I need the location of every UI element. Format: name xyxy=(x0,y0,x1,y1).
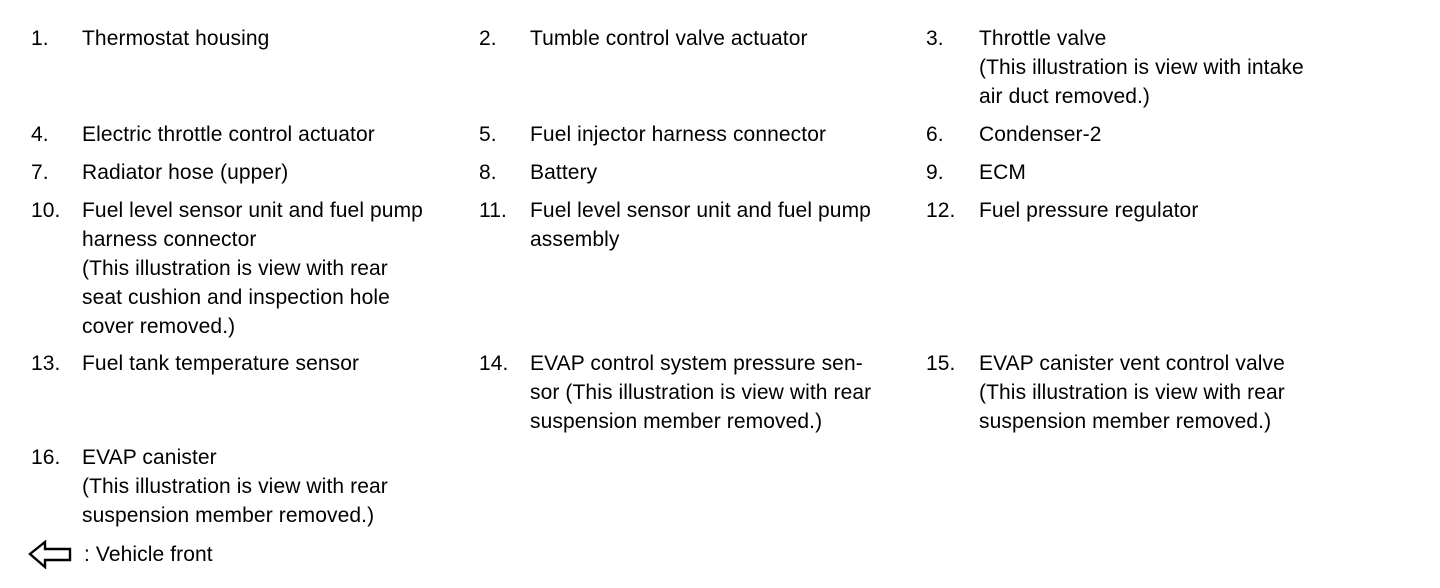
legend-item-13: 13. Fuel tank temperature sensor xyxy=(31,349,472,378)
vehicle-front-label: : Vehicle front xyxy=(84,542,213,566)
legend-item-label: Radiator hose (upper) xyxy=(82,161,289,184)
legend-item-label: Fuel pressure regulator xyxy=(979,199,1199,222)
legend-item-label: Fuel level sensor unit and fuel pump ass… xyxy=(530,199,871,251)
legend-item-number: 16. xyxy=(31,446,61,469)
legend-item-label: ECM xyxy=(979,161,1026,184)
legend-item-label: Fuel tank temperature sensor xyxy=(82,352,360,375)
legend-item-label: Fuel injector harness connector xyxy=(530,123,827,146)
legend-item-6: 6. Condenser-2 xyxy=(926,120,1409,149)
legend-item-number: 2. xyxy=(479,27,497,50)
legend-item-number: 8. xyxy=(479,161,497,184)
legend-item-3: 3. Throttle valve (This illustration is … xyxy=(926,24,1409,111)
legend-item-number: 12. xyxy=(926,199,956,222)
legend-item-label: Battery xyxy=(530,161,598,184)
vehicle-front-legend: : Vehicle front xyxy=(28,539,213,569)
legend-item-number: 15. xyxy=(926,352,956,375)
legend-item-10: 10. Fuel level sensor unit and fuel pump… xyxy=(31,196,472,341)
legend-item-12: 12. Fuel pressure regulator xyxy=(926,196,1409,225)
legend-item-number: 7. xyxy=(31,161,49,184)
legend-item-label: Tumble control valve actuator xyxy=(530,27,808,50)
legend-item-number: 9. xyxy=(926,161,944,184)
legend-item-label: Condenser-2 xyxy=(979,123,1102,146)
legend-item-14: 14. EVAP control system pressure sen- so… xyxy=(479,349,930,436)
legend-item-number: 13. xyxy=(31,352,61,375)
legend-item-label: Electric throttle control actuator xyxy=(82,123,375,146)
legend-item-9: 9. ECM xyxy=(926,158,1409,187)
left-arrow-outline-icon xyxy=(28,539,72,569)
legend-item-label: EVAP canister vent control valve (This i… xyxy=(979,352,1285,433)
legend-item-16: 16. EVAP canister (This illustration is … xyxy=(31,443,472,530)
legend-item-number: 5. xyxy=(479,123,497,146)
legend-item-label: EVAP control system pressure sen- sor (T… xyxy=(530,352,872,433)
legend-item-label: Fuel level sensor unit and fuel pump har… xyxy=(82,199,423,338)
legend-item-number: 10. xyxy=(31,199,61,222)
legend-item-8: 8. Battery xyxy=(479,158,930,187)
legend-item-2: 2. Tumble control valve actuator xyxy=(479,24,930,53)
legend-item-11: 11. Fuel level sensor unit and fuel pump… xyxy=(479,196,930,254)
legend-item-number: 3. xyxy=(926,27,944,50)
legend-item-5: 5. Fuel injector harness connector xyxy=(479,120,930,149)
legend-item-number: 11. xyxy=(479,199,507,222)
legend-item-number: 6. xyxy=(926,123,944,146)
legend-item-7: 7. Radiator hose (upper) xyxy=(31,158,472,187)
legend-item-label: Throttle valve (This illustration is vie… xyxy=(979,27,1304,108)
legend-item-15: 15. EVAP canister vent control valve (Th… xyxy=(926,349,1409,436)
legend-item-label: Thermostat housing xyxy=(82,27,270,50)
legend-item-number: 4. xyxy=(31,123,49,146)
legend-item-1: 1. Thermostat housing xyxy=(31,24,472,53)
legend-item-4: 4. Electric throttle control actuator xyxy=(31,120,472,149)
legend-item-label: EVAP canister (This illustration is view… xyxy=(82,446,388,527)
legend-item-number: 14. xyxy=(479,352,509,375)
legend-item-number: 1. xyxy=(31,27,49,50)
